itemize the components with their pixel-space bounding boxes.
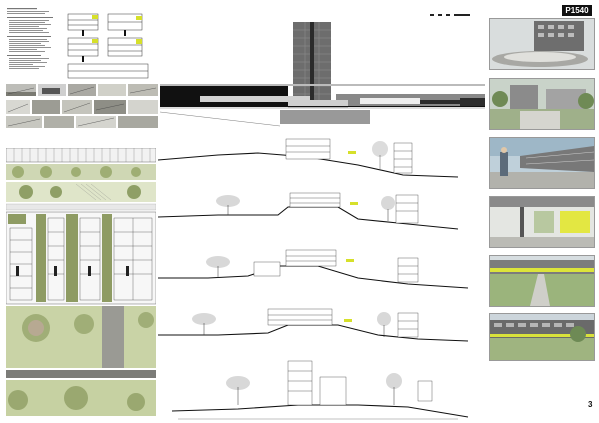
cross-sections bbox=[158, 138, 469, 420]
render-photo-4 bbox=[489, 196, 595, 248]
page-number: 3 bbox=[588, 400, 593, 409]
notes-text-lines bbox=[7, 8, 53, 69]
render-photo-1 bbox=[489, 18, 595, 70]
section-4 bbox=[158, 308, 469, 342]
render-photo-2 bbox=[489, 78, 595, 130]
section-2 bbox=[158, 192, 459, 230]
main-elevation bbox=[160, 14, 485, 127]
section-5 bbox=[171, 360, 469, 420]
site-plan bbox=[6, 148, 156, 416]
floor-plan-diagrams bbox=[67, 13, 149, 79]
render-photo-5 bbox=[489, 255, 595, 307]
thumbnail-strip bbox=[6, 84, 158, 128]
board-code: P1540 bbox=[562, 5, 592, 16]
section-3 bbox=[158, 249, 469, 289]
section-1 bbox=[158, 138, 459, 178]
scale-bar bbox=[430, 14, 470, 16]
render-photo-3 bbox=[489, 137, 595, 189]
render-photo-6 bbox=[489, 313, 595, 361]
